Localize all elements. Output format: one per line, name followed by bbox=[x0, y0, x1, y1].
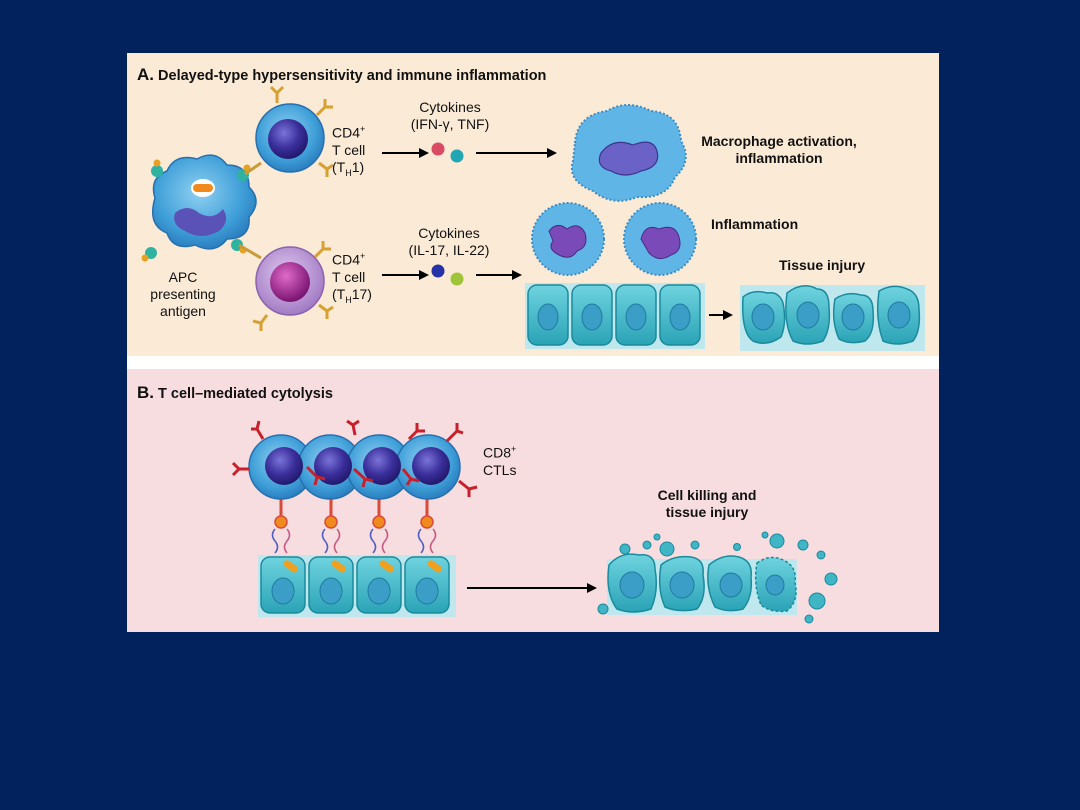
cd8-ctl-label: CD8+ CTLs bbox=[483, 444, 517, 478]
panel-b-illustration bbox=[231, 419, 838, 624]
panel-a-title: A. Delayed-type hypersensitivity and imm… bbox=[137, 65, 547, 84]
panel-separator bbox=[127, 356, 939, 369]
tissue-injury-label: Tissue injury bbox=[779, 257, 866, 273]
apc-cell bbox=[141, 154, 257, 262]
inflammation-label: Inflammation bbox=[711, 216, 799, 232]
panel-a-delayed-type-hypersensitivity: A. Delayed-type hypersensitivity and imm… bbox=[127, 53, 939, 356]
th1-cytokine-arrows bbox=[382, 142, 557, 163]
th1-t-cell bbox=[244, 85, 334, 177]
cytokines-bottom-label: Cytokines (IL-17, IL-22) bbox=[408, 225, 490, 258]
activated-macrophage bbox=[571, 104, 687, 202]
cytokines-top-label: Cytokines (IFN-γ, TNF) bbox=[410, 99, 490, 132]
killed-cells bbox=[597, 531, 838, 624]
th17-t-cell bbox=[238, 241, 334, 331]
target-epithelium bbox=[258, 555, 456, 617]
neutrophils bbox=[531, 202, 697, 276]
injured-epithelium bbox=[740, 285, 925, 351]
cd8-ctls bbox=[231, 419, 478, 500]
macrophage-activation-label: Macrophage activation, inflammation bbox=[701, 133, 857, 166]
th17-label: CD4+ T cell (TH17) bbox=[332, 251, 372, 305]
healthy-epithelium bbox=[525, 283, 705, 349]
tcr-mhc-interactions bbox=[271, 495, 437, 554]
panel-a-illustration bbox=[141, 85, 925, 351]
apc-label: APC presenting antigen bbox=[150, 269, 216, 319]
panel-b-title: B. T cell–mediated cytolysis bbox=[137, 383, 333, 402]
th17-cytokine-arrows bbox=[382, 264, 522, 286]
th1-label: CD4+ T cell (TH1) bbox=[332, 124, 366, 178]
panel-b-t-cell-cytolysis: B. T cell–mediated cytolysis CD8+ CTLs C… bbox=[127, 369, 939, 632]
cell-killing-label: Cell killing and tissue injury bbox=[657, 487, 757, 520]
